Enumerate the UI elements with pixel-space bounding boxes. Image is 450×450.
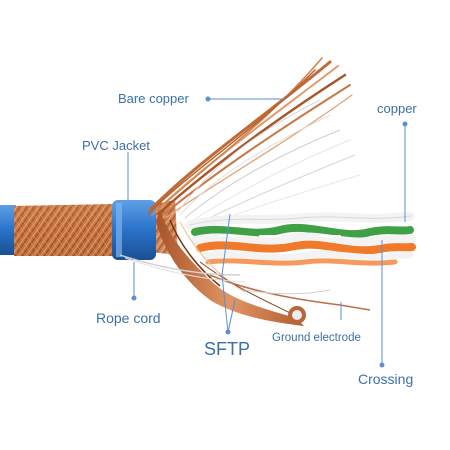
rope-cord-leader-dot — [131, 295, 137, 301]
label-sftp: SFTP — [204, 339, 251, 359]
sftp-leader — [221, 213, 231, 333]
braided-shield — [14, 200, 178, 256]
label-copper: copper — [377, 101, 417, 116]
copper-leader-dot — [402, 121, 408, 127]
label-ground-electrode: Ground electrode — [272, 332, 361, 344]
rope-cord — [119, 254, 246, 283]
leader-lines — [127, 96, 408, 368]
label-rope-cord: Rope cord — [96, 310, 161, 326]
crossing-leader-dot — [379, 362, 385, 368]
sftp-leader-2 — [227, 299, 236, 333]
twisted-pairs — [185, 211, 416, 266]
bare-copper-strands — [147, 57, 353, 219]
label-bare-copper: Bare copper — [118, 91, 189, 106]
sftp-foil-twist — [156, 210, 306, 326]
pvc-jacket-end — [0, 205, 16, 255]
jacket-ring — [112, 200, 156, 260]
sftp-leader-dot — [225, 329, 231, 335]
label-pvc-jacket: PVC Jacket — [82, 138, 150, 153]
bare-copper-leader-dot — [205, 96, 211, 102]
label-crossing: Crossing — [358, 371, 414, 387]
